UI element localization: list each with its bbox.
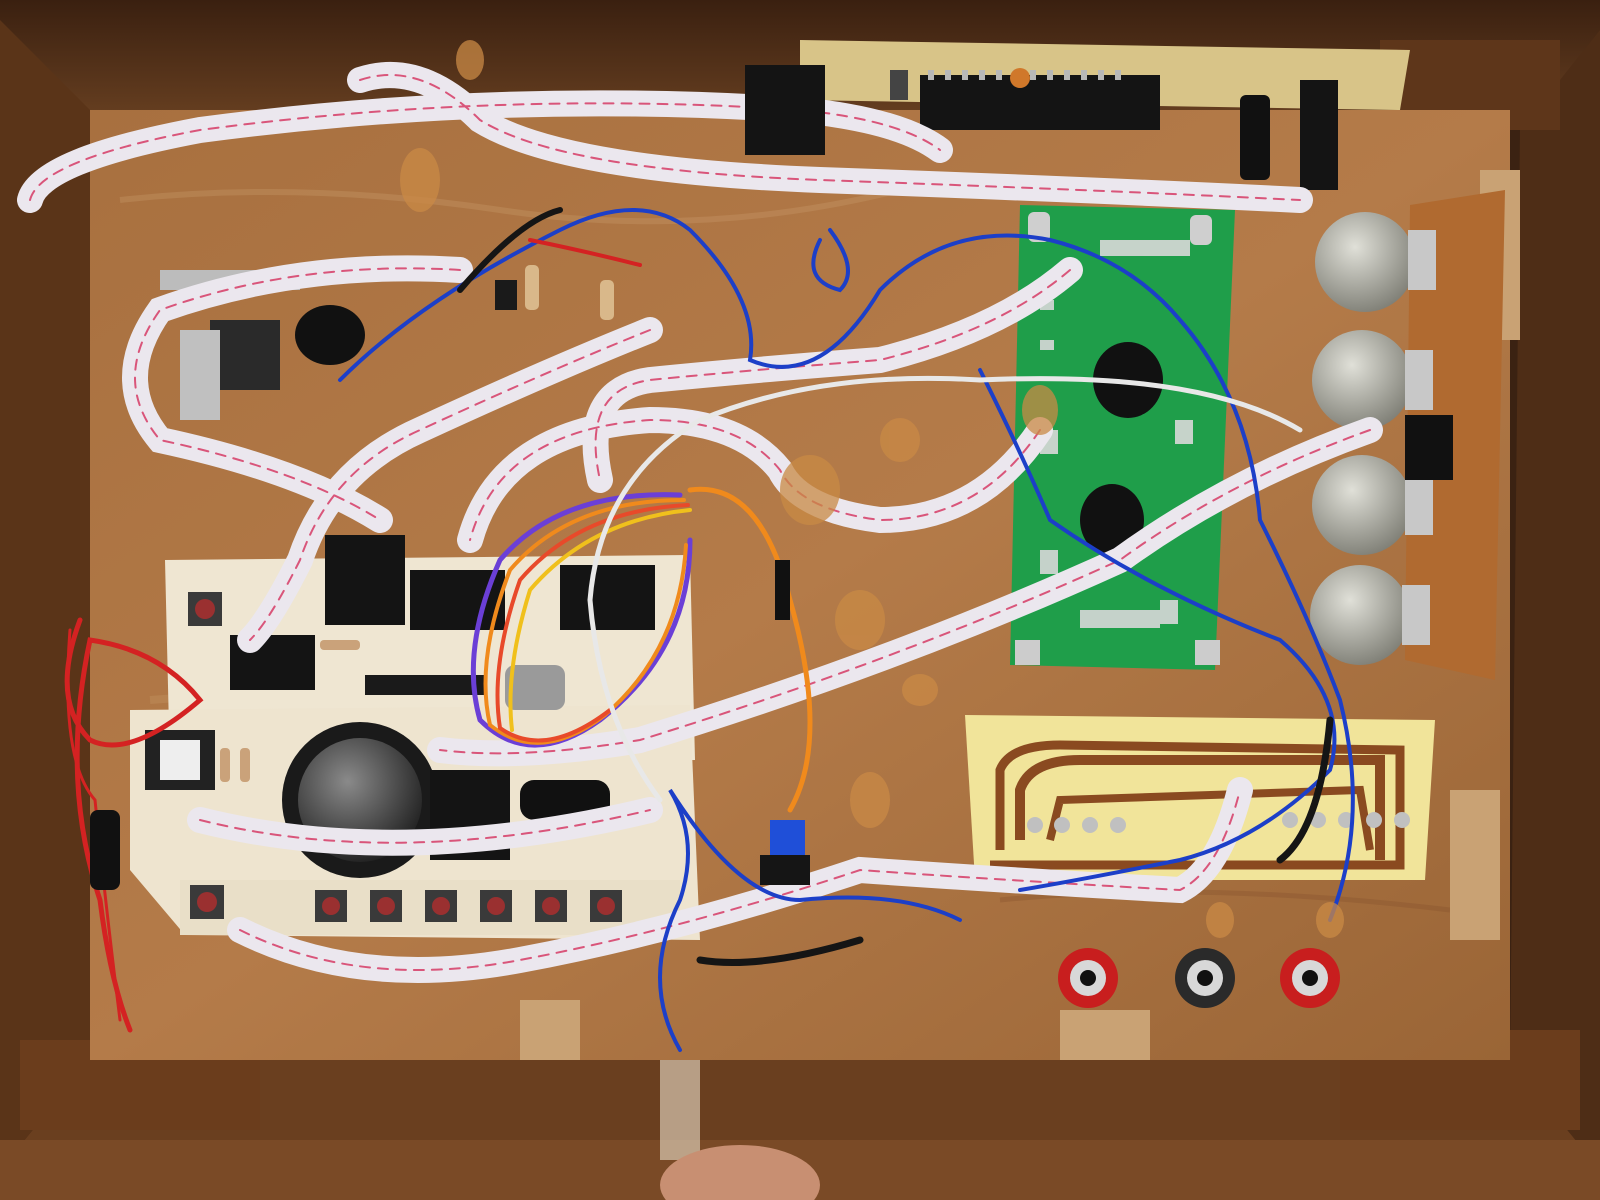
finger <box>660 1145 820 1200</box>
inline-fuse-holder <box>90 810 120 890</box>
ribbon-connector-top <box>745 65 825 155</box>
ribbon-cables <box>17 62 1383 983</box>
rca-jacks <box>1058 948 1340 1008</box>
potentiometers <box>1310 190 1505 680</box>
top-strip-pcb <box>800 40 1410 190</box>
voltage-regulator <box>210 320 280 390</box>
pot-2 <box>1312 330 1433 430</box>
rca-jack-1 <box>1058 948 1118 1008</box>
electrolytic-capacitor <box>1240 95 1270 180</box>
pin-header-3 <box>560 565 655 630</box>
hot-glue-blobs <box>400 40 1344 938</box>
crystal-capacitor <box>520 780 610 820</box>
lcd-blob-2 <box>1080 484 1144 556</box>
rca-jack-2 <box>1175 948 1235 1008</box>
tactile-buttons <box>188 592 622 922</box>
pot-3 <box>1312 455 1433 555</box>
capacitor-large <box>295 305 365 365</box>
trimmer-pot <box>770 820 805 860</box>
main-pcb <box>130 535 700 940</box>
ic-chip <box>365 675 485 695</box>
dip-ic-socket <box>920 75 1160 130</box>
pot-1 <box>1315 212 1436 312</box>
pot-header <box>1405 415 1453 480</box>
loose-wires <box>64 207 1355 1052</box>
rca-jack-3 <box>1280 948 1340 1008</box>
copper-pcb <box>965 715 1435 880</box>
header-connector <box>1300 80 1338 190</box>
pin-header-1 <box>325 535 405 625</box>
pot-4 <box>1310 565 1430 665</box>
